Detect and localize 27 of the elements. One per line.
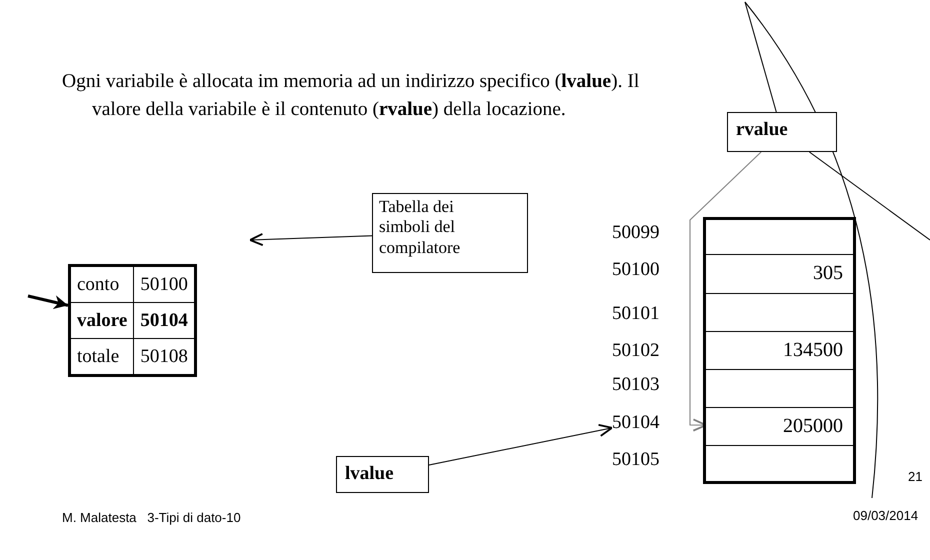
line <box>744 2 777 112</box>
memory-address: 50102 <box>612 340 660 362</box>
memory-address: 50101 <box>612 303 660 325</box>
label-box: lvalue <box>336 456 429 493</box>
arrow <box>249 233 372 246</box>
page-number: 21 <box>908 469 924 484</box>
memory-address: 50104 <box>612 412 660 434</box>
memory-cell: 205000 <box>706 407 853 445</box>
memory-cell: 134500 <box>706 331 853 369</box>
symbol-table <box>68 264 197 377</box>
footer-text: M. Malatesta 3-Tipi di dato-10 <box>62 510 242 525</box>
date-text: 09/03/2014 <box>853 508 920 523</box>
callout-box: Tabella dei simboli del compilatore <box>372 193 528 273</box>
label-box: rvalue <box>727 112 837 152</box>
paragraph: Ogni variabile è allocata im memoria ad un indirizzo specifico (lvalue). Il valore della variabile è il contenuto (rvalue) della locazione. <box>62 70 640 122</box>
table-cell: conto <box>70 266 134 302</box>
memory-address: 50103 <box>612 374 660 396</box>
arrow <box>28 294 68 309</box>
memory-cell: 305 <box>706 255 853 293</box>
memory-block <box>703 217 856 484</box>
arrow <box>690 152 762 432</box>
memory-address: 50100 <box>612 259 660 281</box>
arrow <box>428 424 613 466</box>
memory-address: 50099 <box>612 222 660 244</box>
line <box>808 152 930 240</box>
memory-address: 50105 <box>612 449 660 471</box>
table-cell: valore <box>70 302 134 338</box>
